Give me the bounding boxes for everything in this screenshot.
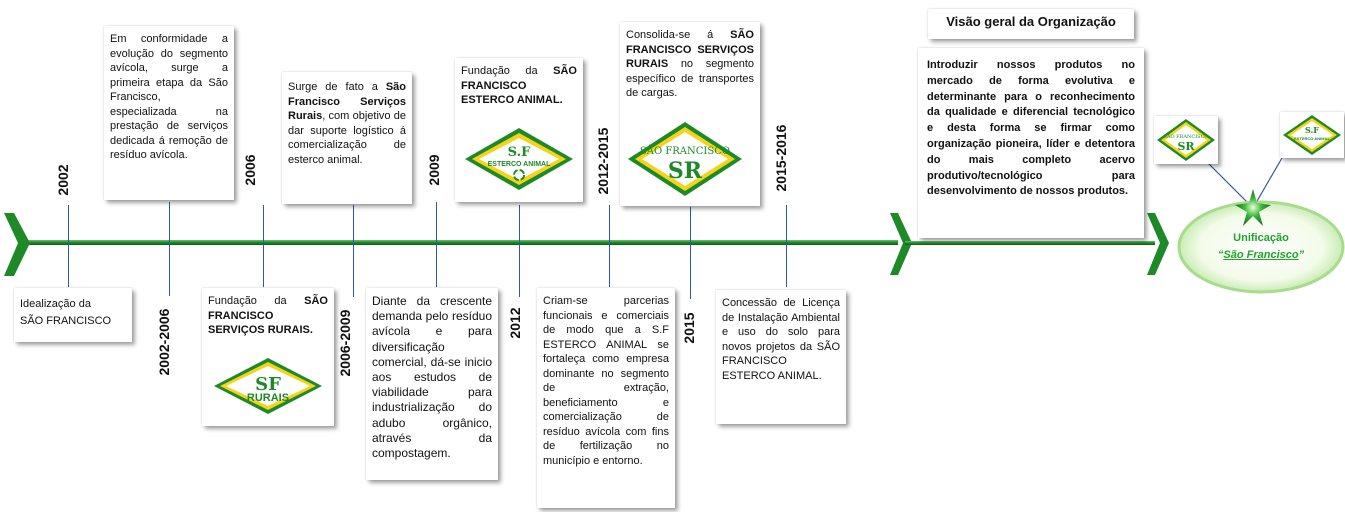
timeline-line-main — [18, 240, 898, 245]
connector-2006 — [263, 205, 264, 287]
connector-2002-2006 — [169, 202, 170, 296]
card-2012-text: Fundação da SÃO FRANCISCO ESTERCO ANIMAL… — [461, 65, 577, 106]
connector-2012-2015 — [609, 205, 610, 287]
card-2012-bold: SÃO FRANCISCO ESTERCO ANIMAL. — [461, 65, 577, 106]
year-2009: 2009 — [426, 154, 442, 186]
sf-sr-small-logo-mono: SR — [1177, 140, 1195, 153]
overview-title: Visão geral da Organização — [946, 14, 1116, 29]
sf-esterco-logo-bottom: ESTERCO ANIMAL — [488, 161, 551, 168]
unification-line2: “São Francisco” — [1217, 249, 1305, 261]
unification-text: Unificação “São Francisco” — [1190, 230, 1332, 264]
unification-name-link: São Francisco — [1223, 249, 1299, 261]
card-2015: Consolida-se á SÃO FRANCISCO SERVIÇOS RU… — [620, 22, 760, 206]
connector-2002 — [68, 205, 69, 287]
card-2006-2009: Surge de fato a São Francisco Serviços R… — [282, 72, 412, 204]
card-2012-2015-text: Criam-se parcerias funcionais e comercia… — [543, 295, 669, 467]
sf-esterco-small-logo-box: S.F ESTERCO ANIMAL — [1280, 112, 1344, 158]
year-2015-2016: 2015-2016 — [773, 124, 789, 192]
overview-text: Introduzir nossos produtos no mercado de… — [927, 59, 1135, 198]
year-2002: 2002 — [55, 164, 71, 196]
card-2015-text: Consolida-se á SÃO FRANCISCO SERVIÇOS RU… — [626, 29, 754, 99]
sf-esterco-small-logo: S.F ESTERCO ANIMAL — [1283, 115, 1341, 155]
card-2006: Fundação da SÃO FRANCISCO SERVIÇOS RURAI… — [202, 288, 334, 426]
sf-esterco-logo: S.F ESTERCO ANIMAL — [465, 128, 573, 190]
sf-rurais-logo: SF RURAIS — [214, 358, 322, 414]
sao-francisco-sr-logo-arc: SÃO FRANCISCO — [640, 145, 730, 157]
sf-esterco-small-logo-top: S.F — [1305, 125, 1319, 135]
card-2002-2006-text: Em conformidade a evolução do segmento a… — [110, 33, 228, 161]
card-2002: Idealização da SÃO FRANCISCO — [14, 288, 132, 342]
sf-sr-small-logo-arc: SÃO FRANCISCO — [1163, 132, 1208, 140]
timeline-chevron-start — [4, 213, 30, 276]
year-2002-2006: 2002-2006 — [156, 308, 172, 376]
sf-sr-small-logo: SÃO FRANCISCO SR — [1157, 119, 1215, 161]
connector-2009 — [436, 202, 437, 287]
recycle-icon — [513, 169, 525, 181]
card-2015-2016-text: Concessão de Licença de Instalação Ambie… — [722, 297, 840, 382]
card-2015-2016: Concessão de Licença de Instalação Ambie… — [716, 290, 846, 424]
sf-rurais-logo-bottom: RURAIS — [247, 392, 289, 404]
card-2006-text: Fundação da SÃO FRANCISCO SERVIÇOS RURAI… — [208, 295, 328, 336]
star-burst-icon — [1235, 189, 1271, 226]
unification-line1: Unificação — [1233, 232, 1289, 244]
overview-text-box: Introduzir nossos produtos no mercado de… — [918, 48, 1144, 238]
sao-francisco-sr-logo-mono: SR — [668, 158, 703, 184]
sf-esterco-small-logo-bottom: ESTERCO ANIMAL — [1294, 136, 1330, 141]
overview-title-box: Visão geral da Organização — [928, 9, 1134, 39]
sf-rurais-logo-top: SF — [255, 374, 281, 395]
card-2006-2009-text: Surge de fato a São Francisco Serviços R… — [288, 81, 406, 166]
connector-2015-2016 — [786, 205, 787, 287]
card-2006-2009-bold: São Francisco Serviços Rurais — [288, 81, 406, 122]
year-2015: 2015 — [681, 312, 697, 344]
connector-2006-2009 — [353, 205, 354, 297]
card-2012-2015: Criam-se parcerias funcionais e comercia… — [537, 288, 675, 508]
year-2012-2015: 2012-2015 — [595, 127, 611, 195]
timeline-line-secondary — [905, 241, 1155, 245]
unification-ellipse — [1177, 200, 1345, 294]
card-2002-2006: Em conformidade a evolução do segmento a… — [104, 26, 234, 200]
card-2009: Diante da crescente demanda pelo resíduo… — [366, 288, 498, 480]
sf-sr-small-logo-box: SÃO FRANCISCO SR — [1154, 116, 1218, 164]
timeline-chevron-end — [1147, 213, 1169, 275]
card-2009-text: Diante da crescente demanda pelo resíduo… — [372, 294, 492, 461]
card-2015-bold: SÃO FRANCISCO SERVIÇOS RURAIS — [626, 29, 754, 70]
year-2006: 2006 — [242, 154, 258, 186]
card-2002-line1: Idealização da — [20, 298, 91, 310]
card-2006-bold: SÃO FRANCISCO SERVIÇOS RURAIS. — [208, 295, 328, 336]
sao-francisco-sr-logo: SÃO FRANCISCO SR — [628, 122, 742, 196]
sf-esterco-logo-top: S.F — [508, 145, 531, 160]
connector-2015 — [690, 207, 691, 299]
card-2002-line2: SÃO FRANCISCO — [20, 314, 112, 327]
connector-2012 — [519, 205, 520, 297]
year-2012: 2012 — [507, 307, 523, 339]
card-2012: Fundação da SÃO FRANCISCO ESTERCO ANIMAL… — [455, 58, 583, 202]
connector-line-right — [1252, 157, 1283, 209]
year-2006-2009: 2006-2009 — [337, 309, 353, 377]
